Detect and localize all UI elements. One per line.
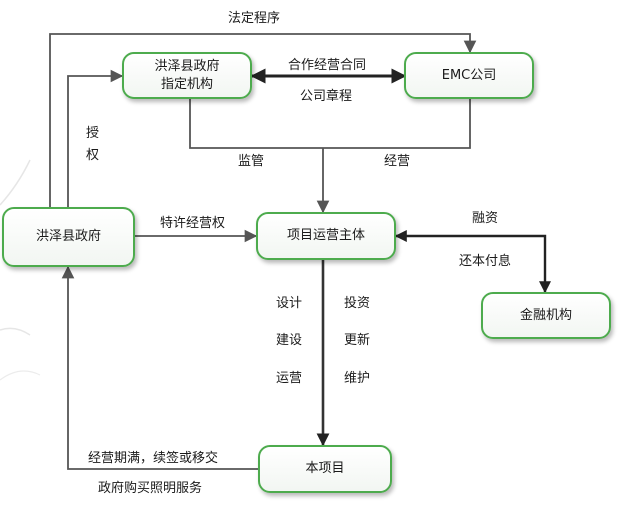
node-project-entity: 项目运营主体 xyxy=(256,212,396,260)
label-charter: 公司章程 xyxy=(300,89,353,104)
node-finance: 金融机构 xyxy=(481,292,611,339)
node-project-label: 本项目 xyxy=(305,461,345,476)
label-supervise: 监管 xyxy=(238,154,265,169)
label-run: 运营 xyxy=(276,371,303,386)
node-gov-label: 洪泽县政府 xyxy=(35,229,101,244)
label-invest: 投资 xyxy=(344,296,371,311)
label-franchise: 特许经营权 xyxy=(160,216,226,231)
label-maintain: 维护 xyxy=(344,371,371,386)
node-emc: EMC公司 xyxy=(404,52,534,99)
node-designated-label: 洪泽县政府 指定机构 xyxy=(154,58,220,92)
label-design: 设计 xyxy=(276,296,303,311)
label-legal: 法定程序 xyxy=(228,11,281,26)
financing-arrow xyxy=(394,230,551,294)
label-financing: 融资 xyxy=(472,211,499,226)
node-gov: 洪泽县政府 xyxy=(2,207,135,267)
label-authorize: 授权 xyxy=(86,126,100,163)
label-contract: 合作经营合同 xyxy=(288,58,367,73)
legal-procedure-arrow xyxy=(49,33,477,207)
label-repay: 还本付息 xyxy=(459,254,512,269)
label-purchase: 政府购买照明服务 xyxy=(98,481,203,496)
expire-arrow xyxy=(61,265,258,470)
node-finance-label: 金融机构 xyxy=(519,307,572,323)
label-renew: 更新 xyxy=(344,333,371,348)
node-emc-label: EMC公司 xyxy=(441,67,497,83)
label-operate: 经营 xyxy=(384,154,411,169)
label-build: 建设 xyxy=(276,333,303,348)
node-project-entity-label: 项目运营主体 xyxy=(286,228,365,243)
label-expire: 经营期满，续签或移交 xyxy=(88,451,219,466)
supervise-line xyxy=(189,99,471,149)
authorize-arrow xyxy=(67,69,124,207)
node-designated: 洪泽县政府 指定机构 xyxy=(122,52,252,99)
node-project: 本项目 xyxy=(258,445,392,493)
